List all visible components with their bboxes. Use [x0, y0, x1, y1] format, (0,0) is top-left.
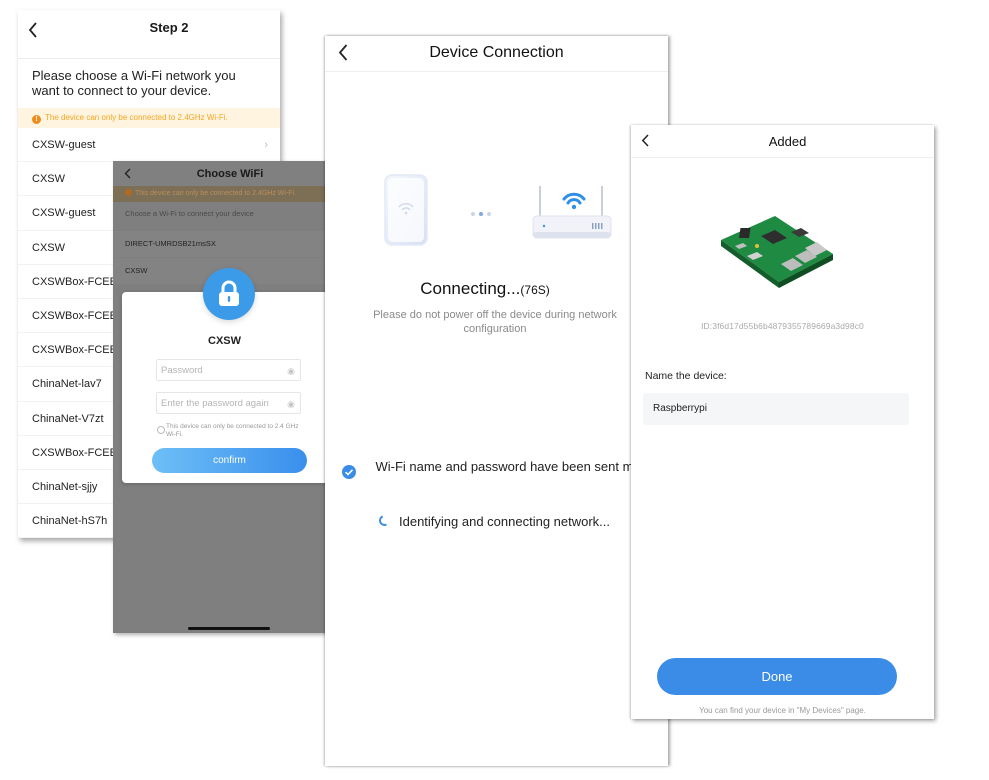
page-title: Step 2 — [149, 20, 189, 35]
page-title: Choose WiFi — [196, 168, 264, 180]
network-name: CXSW-guest — [32, 139, 96, 151]
info-icon — [157, 426, 165, 434]
warning-banner: This device can only be connected to 2.4… — [113, 186, 327, 202]
network-name: ChinaNet-hS7h — [32, 515, 108, 528]
header: Device Connection — [325, 36, 668, 72]
name-label: Name the device: — [645, 370, 727, 382]
wifi-name: CXSW — [125, 266, 148, 275]
warning-banner: ! The device can only be connected to 2.4… — [18, 108, 280, 128]
network-name: CXSW — [32, 241, 65, 254]
hint-label: This device can only be connected to 2.4… — [166, 423, 299, 438]
page-title: Added — [768, 134, 807, 149]
connecting-dots-icon — [471, 212, 491, 216]
network-item[interactable]: CXSW-guest › — [18, 128, 280, 163]
info-icon: ! — [32, 115, 41, 124]
countdown-timer: (76S) — [520, 283, 550, 297]
device-name-input[interactable]: Raspberrypi — [643, 393, 909, 425]
status-text: Connecting... — [420, 279, 521, 298]
password-again-placeholder: Enter the password again — [161, 398, 269, 409]
step-identifying-text: Identifying and connecting network... — [399, 514, 611, 529]
device-connection-screen: Device Connection Connecting...(76S) Ple… — [325, 36, 668, 766]
network-name: CXSWBox-FCEE — [32, 344, 117, 357]
eye-icon[interactable]: ◉ — [287, 399, 295, 409]
check-circle-icon — [342, 465, 356, 479]
page-title: Device Connection — [429, 44, 564, 61]
password-field[interactable]: Password ◉ — [156, 359, 301, 381]
network-name: CXSWBox-FCEE — [32, 275, 117, 288]
password-placeholder: Password — [161, 365, 203, 376]
done-button[interactable]: Done — [657, 658, 897, 695]
eye-icon[interactable]: ◉ — [287, 366, 295, 376]
device-id: ID:3f6d17d55b6b4879355789669a3d98c0 — [701, 321, 864, 331]
footer-text: You can find your device in "My Devices"… — [699, 706, 866, 715]
network-name: CXSWBox-FCEE — [32, 446, 117, 459]
router-icon — [532, 186, 612, 239]
header: Step 2 — [18, 10, 280, 59]
dialog-title: CXSW — [208, 335, 241, 347]
raspberry-pi-board-icon — [721, 216, 833, 288]
header: Choose WiFi — [113, 161, 327, 186]
back-chevron-icon[interactable] — [28, 22, 38, 38]
phone-icon — [384, 174, 428, 246]
header: Added — [631, 125, 934, 158]
back-chevron-icon[interactable] — [338, 44, 348, 61]
wifi-item[interactable]: DIRECT-UMRDSB21msSX — [113, 231, 327, 257]
back-chevron-icon[interactable] — [124, 168, 131, 179]
lock-icon — [203, 268, 255, 320]
password-dialog: CXSW Password ◉ Enter the password again… — [122, 292, 327, 483]
power-warning-text: Please do not power off the device durin… — [373, 309, 617, 335]
home-indicator — [188, 627, 270, 630]
network-name: ChinaNet-lav7 — [32, 378, 102, 391]
password-again-field[interactable]: Enter the password again ◉ — [156, 392, 301, 414]
warning-text: This device can only be connected to 2.4… — [135, 190, 297, 197]
step-sent: Wi-Fi name and password have been sent m… — [375, 459, 665, 474]
network-name: ChinaNet-V7zt — [32, 412, 104, 425]
network-name: CXSWBox-FCEE — [32, 309, 117, 322]
confirm-button[interactable]: confirm — [152, 448, 307, 473]
wifi-name: DIRECT-UMRDSB21msSX — [125, 239, 216, 248]
chevron-right-icon: › — [264, 139, 268, 151]
added-screen: Added ID:3f6d17d55b6b4879355789669a3d98c… — [631, 125, 934, 719]
connection-status: Connecting...(76S) — [325, 279, 645, 299]
back-chevron-icon[interactable] — [641, 134, 649, 147]
info-icon — [125, 189, 132, 196]
network-name: CXSW-guest — [32, 207, 96, 220]
warning-text: The device can only be connected to 2.4G… — [45, 113, 228, 122]
step-identifying: Identifying and connecting network... — [377, 513, 611, 529]
subtitle: Choose a Wi-Fi to connect your device — [125, 209, 254, 218]
network-name: ChinaNet-sjjy — [32, 480, 98, 493]
hint-text: This device can only be connected to 2.4… — [156, 423, 306, 438]
network-name: CXSW — [32, 173, 65, 186]
intro-text: Please choose a Wi-Fi network you want t… — [32, 68, 236, 98]
